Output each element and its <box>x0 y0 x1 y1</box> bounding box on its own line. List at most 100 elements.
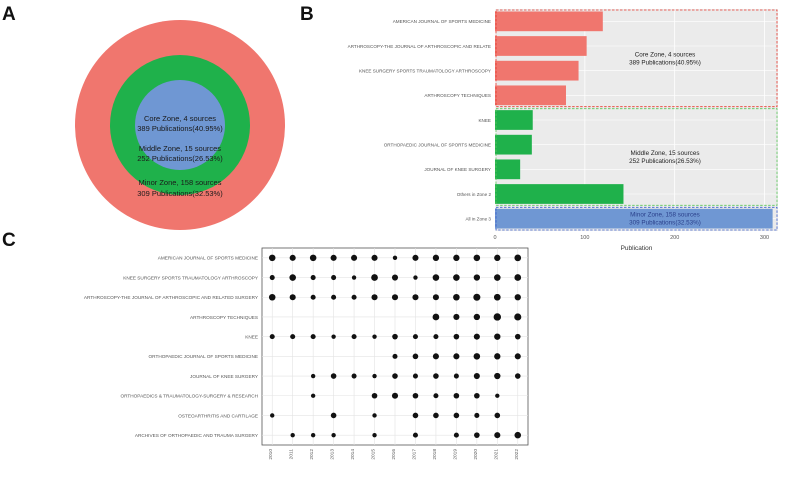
category-label: ARTHROSCOPY-THE JOURNAL OF ARTHROSCOPIC … <box>348 44 491 49</box>
year-tick-label: 2018 <box>432 449 438 460</box>
bubble <box>289 254 296 261</box>
bubble <box>514 431 522 439</box>
journal-label: OSTEOARTHRITIS AND CARTILAGE <box>178 413 258 418</box>
bubble <box>268 293 276 301</box>
bubble <box>310 275 316 281</box>
journal-label: ARTHROSCOPY-THE JOURNAL OF ARTHROSCOPIC … <box>84 295 259 300</box>
bubble <box>453 274 460 281</box>
bar <box>495 208 773 229</box>
bubble <box>392 333 398 340</box>
bubble <box>310 432 316 438</box>
bar <box>495 11 603 32</box>
bubble <box>474 432 480 438</box>
zone-ring-2 <box>135 80 225 170</box>
bubble <box>269 275 275 281</box>
zone-outline <box>495 108 778 206</box>
category-label: AMERICAN JOURNAL OF SPORTS MEDICINE <box>393 19 491 24</box>
bubble <box>513 273 522 282</box>
bubble <box>289 274 296 281</box>
year-tick-label: 2019 <box>452 449 458 460</box>
bubble <box>331 334 336 339</box>
bubble <box>412 373 418 379</box>
bubble <box>351 275 357 280</box>
zone-ring-publications: 309 Publications(32.53%) <box>137 189 223 198</box>
bubble <box>412 294 419 301</box>
bubble <box>391 392 399 399</box>
year-tick-label: 2016 <box>391 449 397 460</box>
bubble <box>493 372 502 380</box>
year-tick-label: 2015 <box>371 449 377 460</box>
bubble <box>370 273 379 282</box>
year-tick-label: 2011 <box>289 449 295 460</box>
bubble <box>453 293 460 301</box>
bubble <box>290 334 296 340</box>
bubble <box>432 274 440 281</box>
bubble <box>371 392 378 399</box>
bubble <box>433 393 439 399</box>
bubble <box>371 294 378 301</box>
zone-outline <box>495 9 778 108</box>
bubble <box>513 293 522 302</box>
bubble <box>473 273 481 282</box>
bubble <box>289 294 296 301</box>
bubble <box>331 275 337 281</box>
bubble <box>392 373 398 379</box>
bubble <box>474 412 480 418</box>
zone-ring-label: Middle Zone, 15 sources <box>139 144 221 153</box>
bar <box>495 184 624 204</box>
bubble <box>309 254 317 262</box>
zone-ring-publications: 252 Publications(26.53%) <box>137 154 223 163</box>
panel-label-b: B <box>300 4 314 25</box>
journal-label: KNEE SURGERY SPORTS TRAUMATOLOGY ARTHROS… <box>123 275 259 280</box>
year-tick-label: 2013 <box>330 449 336 460</box>
bubble <box>351 373 357 379</box>
bubble <box>412 412 419 419</box>
year-tick-label: 2020 <box>473 449 479 460</box>
bubble <box>372 373 377 379</box>
bubble <box>371 254 378 261</box>
bar <box>495 159 521 180</box>
journal-label: JOURNAL OF KNEE SURGERY <box>190 374 259 379</box>
journal-label: ORTHOPAEDIC JOURNAL OF SPORTS MEDICINE <box>149 354 258 359</box>
bubble <box>494 274 501 281</box>
zone-ring-label: Core Zone, 4 sources <box>144 114 216 123</box>
panel-label-a: A <box>2 4 16 25</box>
bubble <box>433 373 439 379</box>
bubble <box>412 432 418 438</box>
bubble <box>494 432 501 439</box>
x-axis-title: Publication <box>621 245 653 252</box>
bubble <box>453 392 460 399</box>
bubble <box>493 332 502 341</box>
bubble <box>493 293 502 302</box>
bubble <box>513 312 522 322</box>
category-label: JOURNAL OF KNEE SURGERY <box>424 167 491 172</box>
bubble <box>495 393 500 398</box>
bubble <box>310 393 316 398</box>
bubble <box>330 373 337 379</box>
zone-outline <box>495 206 778 231</box>
bar <box>495 60 579 81</box>
bubble <box>453 333 460 340</box>
zone-ring-label: Minor Zone, 158 sources <box>139 178 222 187</box>
bar <box>495 134 532 155</box>
journal-label: ARTHROSCOPY TECHNIQUES <box>190 315 258 320</box>
bubble <box>474 392 480 399</box>
bubble <box>453 373 459 379</box>
journal-year-bubble-chart: AMERICAN JOURNAL OF SPORTS MEDICINEKNEE … <box>84 247 529 460</box>
bubble <box>513 253 522 262</box>
bubble <box>391 294 399 301</box>
bubble <box>412 334 418 340</box>
bubble <box>453 412 460 419</box>
zone-ring-publications: 389 Publications(40.95%) <box>137 124 223 133</box>
zone-label: Middle Zone, 15 sources <box>631 150 700 157</box>
x-tick-label: 100 <box>580 235 589 241</box>
bar <box>495 36 587 56</box>
bubble <box>372 334 377 339</box>
zone-label: Core Zone, 4 sources <box>635 51 696 58</box>
bubble <box>331 294 337 300</box>
bubble <box>310 334 316 340</box>
bubble <box>412 392 419 399</box>
bubble <box>431 312 440 321</box>
bubble <box>372 432 377 438</box>
bubble <box>310 294 316 300</box>
